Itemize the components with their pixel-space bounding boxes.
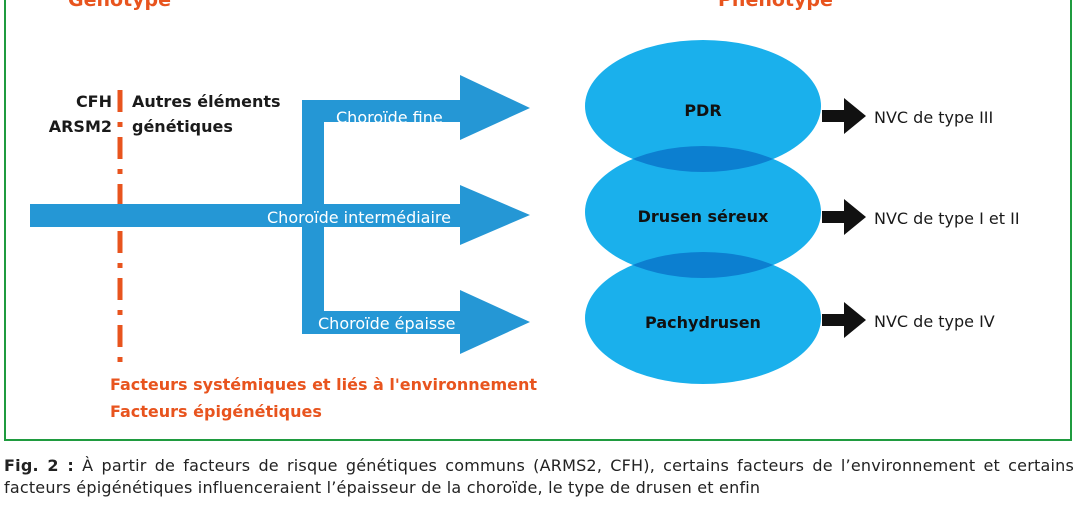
phenotype-header: Phénotype bbox=[718, 0, 833, 11]
arrow-fine bbox=[302, 75, 530, 140]
figure-caption: Fig. 2 : À partir de facteurs de risque … bbox=[4, 455, 1074, 499]
other-genetic-label-line1: Autres éléments bbox=[132, 92, 281, 111]
arrow-intermediate-label: Choroïde intermédiaire bbox=[267, 208, 451, 227]
arrow-thick-label: Choroïde épaisse bbox=[318, 314, 455, 333]
nvc-arrow-icon-3 bbox=[822, 302, 866, 338]
gene-arsm2-label: ARSM2 bbox=[49, 117, 112, 136]
ellipse-serous-label: Drusen séreux bbox=[638, 207, 769, 226]
diagram-frame bbox=[4, 0, 1072, 441]
other-genetic-label-line2: génétiques bbox=[132, 117, 233, 136]
nvc-arrow-icon-1 bbox=[822, 98, 866, 134]
nvc-type12-label: NVC de type I et II bbox=[874, 209, 1020, 228]
nvc-arrow-icon-2 bbox=[822, 199, 866, 235]
figure-caption-label: Fig. 2 : bbox=[4, 456, 74, 475]
arrow-intermediate bbox=[30, 185, 530, 245]
arrow-fine-label: Choroïde fine bbox=[336, 108, 443, 127]
ellipse-pachy-label: Pachydrusen bbox=[645, 313, 761, 332]
ellipse-pdr bbox=[585, 40, 821, 172]
gene-cfh-label: CFH bbox=[76, 92, 112, 111]
nvc-type4-label: NVC de type IV bbox=[874, 312, 995, 331]
genotype-header: Génotype bbox=[68, 0, 171, 11]
diagram: Génotype Phénotype CFH ARSM2 Autres élém… bbox=[30, 0, 1020, 421]
figure-caption-text: À partir de facteurs de risque génétique… bbox=[4, 456, 1074, 497]
nvc-type3-label: NVC de type III bbox=[874, 108, 993, 127]
ellipse-serous bbox=[585, 146, 821, 278]
ellipse-pachy bbox=[585, 252, 821, 384]
systemic-factors-label: Facteurs systémiques et liés à l'environ… bbox=[110, 375, 537, 394]
epigenetic-factors-label: Facteurs épigénétiques bbox=[110, 402, 322, 421]
arrow-thick bbox=[302, 290, 530, 354]
ellipse-pdr-label: PDR bbox=[684, 101, 721, 120]
